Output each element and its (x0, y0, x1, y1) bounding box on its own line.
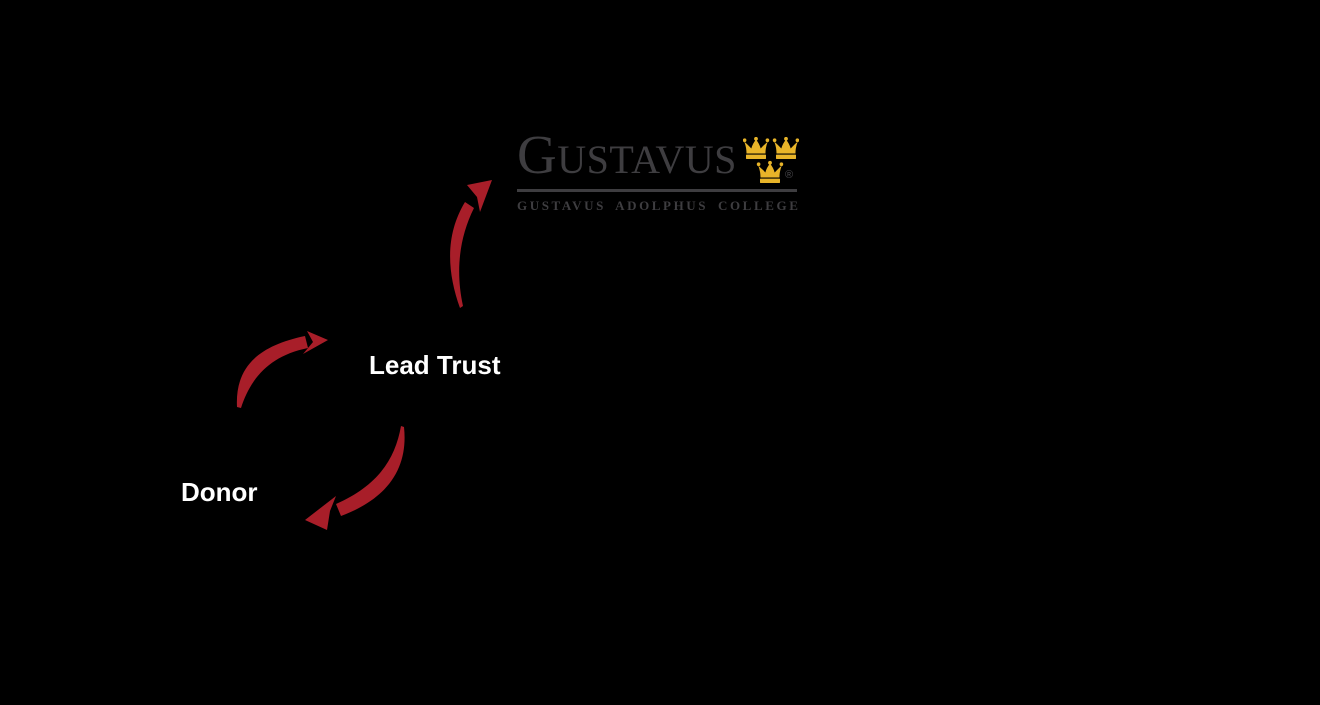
arrow-lead-trust-to-gustavus-icon (450, 180, 492, 308)
donor-label: Donor (181, 477, 258, 507)
lead-trust-label: Lead Trust (369, 350, 501, 380)
gustavus-logo: GUSTAVUS ® GUSTAVUS ADOLPHUS (517, 131, 799, 217)
registered-trademark-icon: ® (785, 169, 794, 181)
arrow-lead-trust-to-donor-icon (305, 426, 405, 530)
logo-tagline: GUSTAVUS ADOLPHUS COLLEGE (517, 198, 801, 213)
logo-divider (517, 189, 797, 192)
arrow-donor-to-lead-trust-icon (236, 331, 328, 408)
gustavus-wordmark: GUSTAVUS (517, 124, 737, 185)
